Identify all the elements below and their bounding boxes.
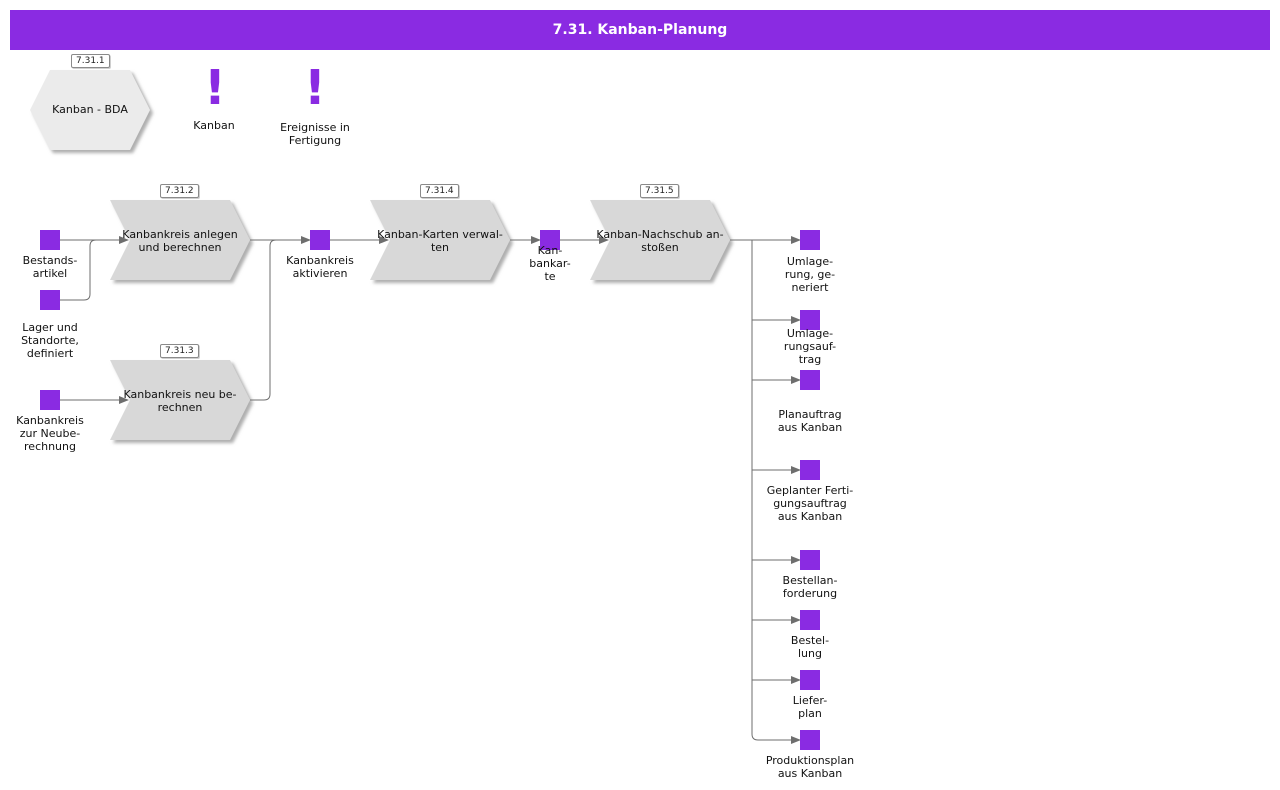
process-label: Kanbankreis anlegen und berechnen — [122, 228, 238, 254]
process-kanban-nachschub-shape[interactable] — [590, 200, 730, 280]
process-kanban-karten-shape[interactable] — [370, 200, 510, 280]
event-square[interactable] — [800, 730, 820, 750]
event-square[interactable] — [310, 230, 330, 250]
hex-badge: 7.31.1 — [71, 54, 110, 68]
event-square[interactable] — [800, 230, 820, 250]
info-kanban-label: Kanban — [193, 119, 235, 132]
exclamation-icon: ! — [204, 60, 226, 116]
event-square[interactable] — [800, 370, 820, 390]
event-label: Produktionsplan aus Kanban — [765, 754, 855, 780]
connector-p4-trunk — [730, 239, 801, 744]
hex-kanban-bda-shape[interactable] — [30, 70, 150, 150]
event-label: Planauftrag aus Kanban — [777, 408, 843, 434]
process-kanbankreis-neu-shape[interactable] — [110, 360, 250, 440]
event-square[interactable] — [800, 550, 820, 570]
event-label: Umlage- rungsauf- trag — [783, 327, 837, 366]
connector-p2-e4 — [250, 239, 290, 401]
hex-label: Kanban - BDA — [52, 103, 128, 116]
event-label: Geplanter Ferti- gungsauftrag aus Kanban — [766, 484, 854, 523]
process-label: Kanban-Nachschub an- stoßen — [596, 228, 724, 254]
event-label: Bestands- artikel — [22, 254, 78, 280]
event-label: Umlage- rung, ge- neriert — [784, 255, 836, 294]
event-label: Liefer- plan — [792, 694, 828, 720]
event-square[interactable] — [800, 670, 820, 690]
event-square[interactable] — [40, 290, 60, 310]
event-square[interactable] — [800, 460, 820, 480]
event-label: Bestel- lung — [790, 634, 830, 660]
info-ereignisse-label: Ereignisse in Fertigung — [280, 121, 350, 147]
event-square[interactable] — [40, 390, 60, 410]
event-square[interactable] — [540, 230, 560, 250]
process-badge: 7.31.3 — [160, 344, 199, 358]
process-kanbankreis-anlegen-shape[interactable] — [110, 200, 250, 280]
event-label: Kanbankreis aktivieren — [286, 254, 354, 280]
process-label: Kanbankreis neu be- rechnen — [123, 388, 237, 414]
event-label: Kanbankreis zur Neube- rechnung — [16, 414, 84, 453]
event-label: Kan- bankar- te — [529, 244, 571, 283]
diagram-title: 7.31. Kanban-Planung — [10, 10, 1270, 50]
connector-e2-p1 — [60, 239, 120, 301]
process-badge: 7.31.4 — [420, 184, 459, 198]
process-badge: 7.31.2 — [160, 184, 199, 198]
event-square[interactable] — [800, 610, 820, 630]
exclamation-icon: ! — [304, 60, 326, 116]
process-label: Kanban-Karten verwal- ten — [377, 228, 503, 254]
event-square[interactable] — [40, 230, 60, 250]
event-label: Bestellan- forderung — [782, 574, 838, 600]
event-label: Lager und Standorte, definiert — [21, 321, 79, 360]
event-square[interactable] — [800, 310, 820, 330]
process-badge: 7.31.5 — [640, 184, 679, 198]
